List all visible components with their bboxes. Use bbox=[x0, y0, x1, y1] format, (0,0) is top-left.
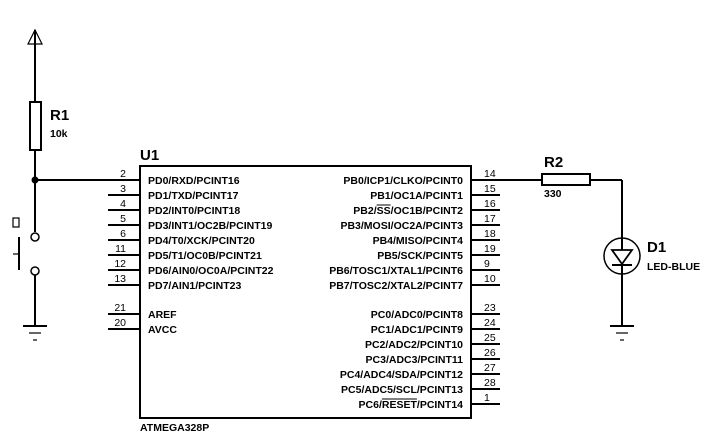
pin-number: 28 bbox=[484, 377, 496, 389]
pin-number: 21 bbox=[114, 302, 126, 314]
pin-number: 13 bbox=[114, 273, 126, 285]
ground-symbol-right bbox=[610, 325, 634, 341]
pin-number: 19 bbox=[484, 243, 496, 255]
pin-name: PC1/ADC1/PCINT9 bbox=[371, 324, 463, 336]
pin-name: PD7/AIN1/PCINT23 bbox=[148, 280, 242, 292]
pin-number: 3 bbox=[120, 183, 126, 195]
r2-ref-label: R2 bbox=[544, 154, 563, 171]
pin-name: PC6/RESET/PCINT14 bbox=[359, 399, 464, 411]
pin-name: PD4/T0/XCK/PCINT20 bbox=[148, 235, 255, 247]
pin-number: 1 bbox=[484, 392, 490, 404]
u1-right-pins: 14PB0/ICP1/CLKO/PCINT015PB1/OC1A/PCINT11… bbox=[329, 168, 500, 411]
pin-number: 20 bbox=[114, 317, 126, 329]
pin-name: PD0/RXD/PCINT16 bbox=[148, 175, 240, 187]
pin-number: 27 bbox=[484, 362, 496, 374]
pin-number: 5 bbox=[120, 213, 126, 225]
pin-name: PC3/ADC3/PCINT11 bbox=[366, 354, 464, 366]
u1-ref-label: U1 bbox=[140, 147, 159, 164]
u1-part-label: ATMEGA328P bbox=[140, 422, 209, 434]
pin-number: 14 bbox=[484, 168, 496, 180]
pin-name: PD6/AIN0/OC0A/PCINT22 bbox=[148, 265, 274, 277]
pin-number: 24 bbox=[484, 317, 496, 329]
pin-name: PB4/MISO/PCINT4 bbox=[373, 235, 464, 247]
pin-number: 18 bbox=[484, 228, 496, 240]
ground-symbol-left bbox=[23, 325, 47, 341]
pin-name: PB3/MOSI/OC2A/PCINT3 bbox=[340, 220, 463, 232]
pin-name: PC2/ADC2/PCINT10 bbox=[365, 339, 463, 351]
pin-number: 12 bbox=[114, 258, 126, 270]
pin-number: 26 bbox=[484, 347, 496, 359]
pin-name: PC5/ADC5/SCL/PCINT13 bbox=[341, 384, 463, 396]
pin-number: 4 bbox=[120, 198, 126, 210]
pin-name: PB5/SCK/PCINT5 bbox=[377, 250, 463, 262]
pin-name: PB2/SS/OC1B/PCINT2 bbox=[353, 205, 463, 217]
pin-number: 15 bbox=[484, 183, 496, 195]
pin-number: 23 bbox=[484, 302, 496, 314]
pin-number: 17 bbox=[484, 213, 496, 225]
resistor-r2[interactable] bbox=[541, 173, 591, 186]
pin-number: 9 bbox=[484, 258, 490, 270]
d1-value-label: LED-BLUE bbox=[647, 261, 700, 273]
pin-name: PD3/INT1/OC2B/PCINT19 bbox=[148, 220, 272, 232]
r1-ref-label: R1 bbox=[50, 107, 69, 124]
pin-name: PC4/ADC4/SDA/PCINT12 bbox=[340, 369, 463, 381]
pin-name: PB0/ICP1/CLKO/PCINT0 bbox=[343, 175, 463, 187]
pin-name: AVCC bbox=[148, 324, 177, 336]
pin-name: PD1/TXD/PCINT17 bbox=[148, 190, 239, 202]
power-terminal bbox=[27, 28, 43, 102]
pin-number: 25 bbox=[484, 332, 496, 344]
pin-name: PD5/T1/OC0B/PCINT21 bbox=[148, 250, 262, 262]
pin-name: PC0/ADC0/PCINT8 bbox=[371, 309, 463, 321]
resistor-r1[interactable] bbox=[29, 101, 42, 180]
led-d1[interactable] bbox=[603, 236, 641, 325]
push-button-switch[interactable] bbox=[12, 217, 40, 325]
pin-number: 10 bbox=[484, 273, 496, 285]
pin-number: 11 bbox=[115, 243, 126, 255]
pin-number: 16 bbox=[484, 198, 496, 210]
pin-name: PD2/INT0/PCINT18 bbox=[148, 205, 240, 217]
u1-left-pins: 2PD0/RXD/PCINT163PD1/TXD/PCINT174PD2/INT… bbox=[108, 168, 274, 336]
r2-value-label: 330 bbox=[544, 188, 562, 200]
pin-name: AREF bbox=[148, 309, 177, 321]
d1-ref-label: D1 bbox=[647, 239, 666, 256]
u1-chip-body[interactable] bbox=[139, 165, 472, 419]
pin-number: 6 bbox=[120, 228, 126, 240]
pin-name: PB6/TOSC1/XTAL1/PCINT6 bbox=[329, 265, 463, 277]
pin-name: PB7/TOSC2/XTAL2/PCINT7 bbox=[329, 280, 463, 292]
pin-number: 2 bbox=[120, 168, 126, 180]
pin-name: PB1/OC1A/PCINT1 bbox=[370, 190, 463, 202]
r1-value-label: 10k bbox=[50, 128, 68, 140]
